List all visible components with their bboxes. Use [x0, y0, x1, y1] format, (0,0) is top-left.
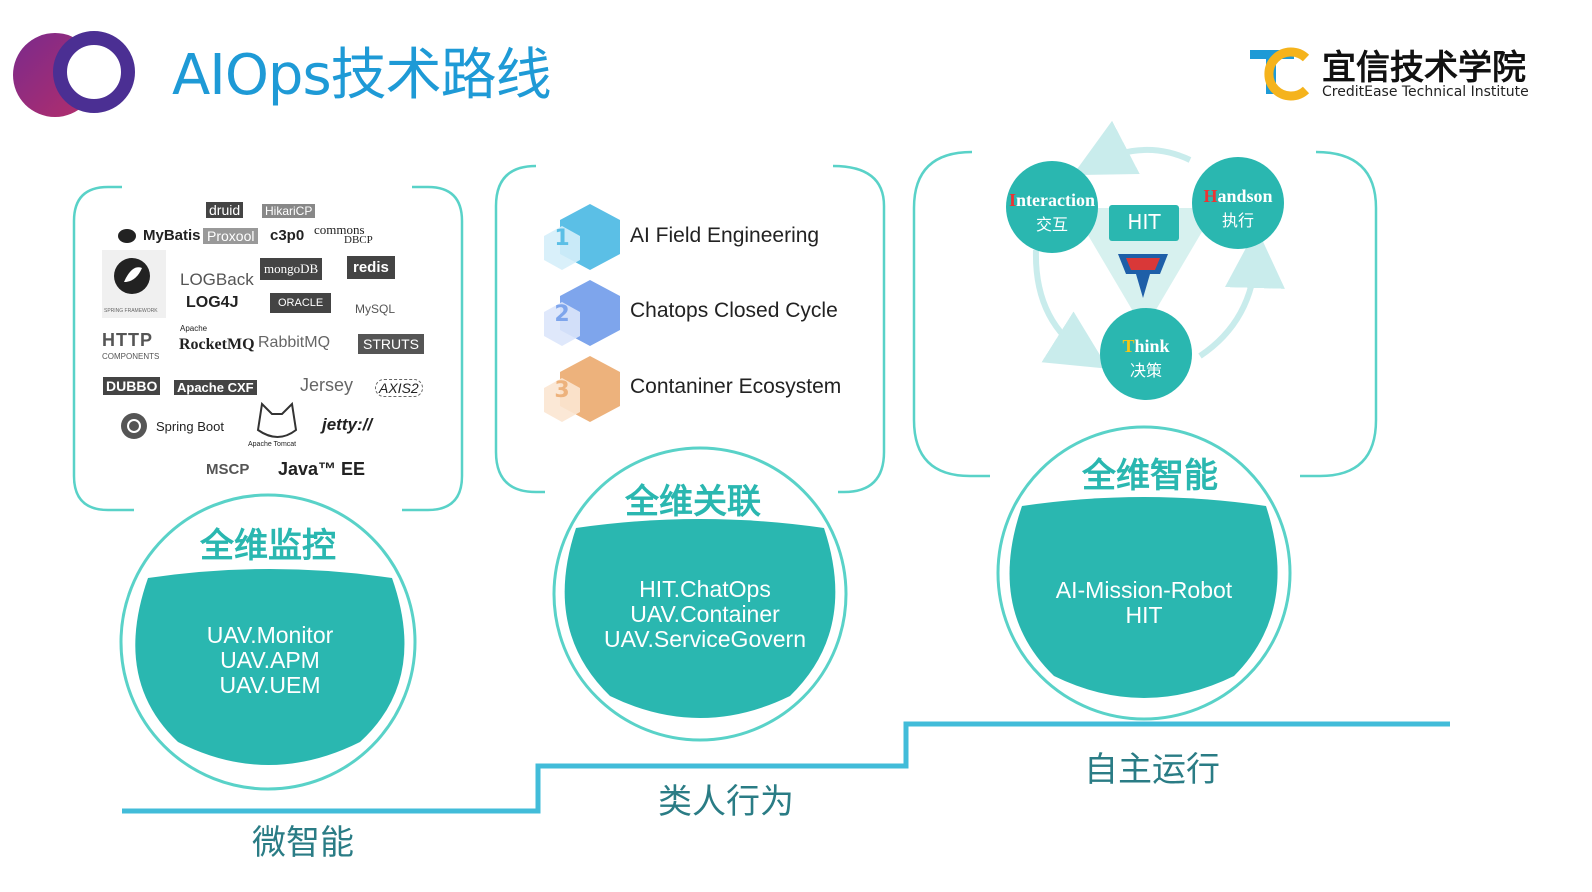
item-ai-mission-robot: AI-Mission-Robot [1055, 577, 1233, 603]
logo-jetty: jetty:// [322, 415, 373, 434]
page-title: AIOps技术路线 [172, 43, 552, 108]
list-item-ai-field-engineering: AI Field Engineering [630, 224, 820, 247]
logo-apache-cxf: Apache CXF [174, 380, 257, 395]
logo-mybatis: MyBatis [143, 227, 201, 244]
logo-oracle: ORACLE [270, 293, 332, 313]
logo-hikaricp: HikariCP [262, 204, 316, 218]
circle-stage-2 [552, 446, 848, 742]
logo-http: HTTP [102, 330, 153, 350]
logo-http-components: COMPONENTS [102, 352, 160, 361]
brand-tc-icon [1250, 47, 1310, 101]
item-uav-container: UAV.Container [630, 601, 780, 627]
cycle-center-hit: HIT [1127, 210, 1161, 234]
mybatis-bird-icon [118, 229, 136, 243]
hit-cycle-diagram [1006, 120, 1285, 400]
circle-3-items: AI-Mission-Robot HIT [1024, 578, 1264, 628]
cycle-node-handson: Handson [1203, 186, 1273, 206]
stage-label-autonomous-operation: 自主运行 [1084, 750, 1220, 790]
growth-stairs-line [122, 721, 1450, 814]
item-uav-servicegovern: UAV.ServiceGovern [604, 626, 806, 652]
logo-mscp: MSCP [206, 461, 250, 478]
list-number-1-icon [544, 204, 620, 270]
list-number-3-icon [544, 356, 620, 422]
panel-bracket-2 [494, 164, 886, 494]
list-number-2: 2 [554, 302, 570, 327]
logo-dbcp: DBCP [344, 234, 373, 246]
logo-druid: druid [206, 202, 244, 218]
logo-dubbo: DUBBO [103, 377, 161, 395]
brand-name-en: CreditEase Technical Institute [1322, 84, 1529, 100]
logo-spring-boot: Spring Boot [156, 419, 224, 434]
item-uav-apm: UAV.APM [220, 647, 320, 673]
logo-rocketmq: RocketMQ [179, 336, 255, 353]
logo-c3p0: c3p0 [270, 227, 305, 244]
circle-1-items: UAV.Monitor UAV.APM UAV.UEM [170, 623, 370, 698]
list-number-2-icon [544, 280, 620, 346]
logo-mysql: MySQL [355, 302, 396, 316]
list-number-3: 3 [554, 378, 570, 403]
cycle-node-interaction-cn: 交互 [1035, 215, 1068, 234]
item-hit-chatops: HIT.ChatOps [639, 576, 771, 602]
logo-axis2: AXIS2 [375, 379, 423, 397]
logo-struts: STRUTS [358, 334, 424, 354]
list-number-1: 1 [554, 226, 570, 251]
logo-apache-tomcat: Apache Tomcat [248, 441, 297, 448]
spring-boot-logo-icon [121, 413, 147, 439]
circle-2-items: HIT.ChatOps UAV.Container UAV.ServiceGov… [585, 577, 825, 652]
item-hit: HIT [1125, 602, 1163, 628]
circle-title-full-correlation: 全维关联 [625, 482, 761, 522]
list-item-container-ecosystem: Contaniner Ecosystem [630, 375, 842, 398]
panel-bracket-3 [912, 150, 1378, 478]
item-uav-uem: UAV.UEM [219, 672, 321, 698]
panel-bracket-1 [72, 185, 464, 512]
logo-java-ee: Java™ EE [278, 459, 366, 479]
circle-stage-1 [119, 493, 417, 791]
logo-redis: redis [347, 256, 395, 279]
logo-commons: commons [314, 222, 365, 237]
cycle-node-think-cn: 决策 [1129, 361, 1162, 380]
logo-apache-small: Apache [180, 324, 208, 333]
logo-rabbitmq: RabbitMQ [258, 334, 331, 351]
brand-name-cn: 宜信技术学院 [1322, 48, 1526, 88]
logo-mongodb: mongoDB [260, 258, 323, 280]
stage-label-micro-intelligence: 微智能 [252, 823, 354, 863]
header-logo-icon [13, 31, 135, 117]
circle-title-full-intelligence: 全维智能 [1082, 456, 1218, 496]
cycle-node-handson-cn: 执行 [1221, 211, 1254, 230]
spring-framework-logo-icon [102, 250, 166, 318]
logo-proxool: Proxool [203, 228, 259, 244]
circle-stage-3 [996, 425, 1292, 721]
item-uav-monitor: UAV.Monitor [206, 622, 334, 648]
logo-spring-framework: SPRING FRAMEWORK [104, 308, 158, 314]
logo-logback: LOGBack [180, 270, 254, 289]
hit-robot-logo-icon [1118, 254, 1168, 298]
logo-log4j: LOG4J [186, 294, 239, 311]
stage-label-human-like-behavior: 类人行为 [658, 782, 794, 822]
cycle-node-think: Think [1122, 336, 1170, 356]
circle-title-full-monitoring: 全维监控 [200, 526, 336, 566]
list-item-chatops-closed-cycle: Chatops Closed Cycle [630, 299, 838, 322]
cycle-node-interaction: Interaction [1009, 190, 1095, 210]
logo-jersey: Jersey [300, 375, 354, 395]
apache-tomcat-logo-icon [256, 401, 298, 438]
